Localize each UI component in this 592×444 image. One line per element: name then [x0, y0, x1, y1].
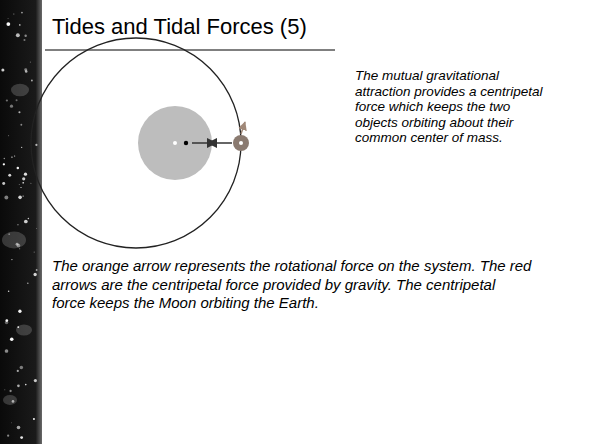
star: [22, 182, 24, 184]
star: [18, 184, 20, 186]
star: [35, 144, 37, 146]
star: [27, 282, 29, 284]
star: [33, 273, 36, 276]
star: [23, 39, 25, 41]
star: [24, 220, 28, 224]
star: [22, 177, 25, 180]
force-arrow: [208, 142, 232, 144]
star: [11, 156, 13, 158]
star: [8, 135, 10, 137]
star: [8, 291, 10, 293]
earth-center: [173, 141, 177, 145]
star: [30, 61, 31, 62]
galaxy-glow: [16, 324, 32, 335]
star: [33, 418, 35, 420]
side-note: The mutual gravitational attraction prov…: [355, 68, 555, 146]
star: [5, 349, 9, 353]
star: [16, 99, 18, 101]
star: [18, 196, 22, 200]
star: [18, 111, 20, 113]
star: [18, 310, 21, 313]
galaxy-strip: [0, 0, 42, 444]
star: [3, 163, 5, 165]
moon-center: [239, 141, 243, 145]
star: [4, 196, 8, 200]
star: [24, 173, 27, 176]
galaxy-glow: [11, 84, 29, 97]
star: [19, 248, 20, 249]
star: [25, 384, 27, 386]
star: [14, 155, 15, 156]
star: [34, 379, 37, 382]
star: [11, 422, 13, 424]
star: [19, 24, 21, 26]
orbit-circle: [31, 38, 241, 248]
star: [30, 183, 31, 184]
star: [28, 218, 30, 220]
star: [20, 187, 21, 188]
star: [21, 147, 22, 148]
star: [24, 34, 26, 36]
star: [4, 389, 5, 390]
star: [17, 167, 20, 170]
star: [17, 384, 20, 387]
star: [16, 33, 20, 37]
star: [36, 227, 38, 229]
star: [17, 370, 19, 372]
star: [8, 18, 9, 19]
star: [24, 68, 27, 71]
star: [10, 338, 14, 342]
star: [21, 12, 23, 14]
explanation-text: The orange arrow represents the rotation…: [52, 257, 532, 313]
star-field: [1, 12, 37, 439]
star: [6, 22, 10, 26]
star: [5, 319, 8, 322]
star: [8, 174, 11, 177]
star: [36, 269, 38, 271]
galaxy-glow: [2, 232, 26, 249]
galaxy-glow: [3, 395, 17, 405]
star: [10, 105, 13, 108]
star: [13, 13, 15, 15]
star: [23, 196, 24, 197]
star: [31, 80, 33, 82]
star: [1, 68, 4, 71]
moon-disc: [233, 135, 249, 151]
star: [2, 182, 5, 185]
star: [20, 366, 23, 369]
slide-title: Tides and Tidal Forces (5): [52, 14, 307, 40]
star: [4, 158, 6, 160]
rotation-arrow: [241, 122, 245, 134]
star: [20, 124, 22, 126]
star: [20, 436, 23, 439]
star: [17, 224, 18, 225]
star: [17, 426, 21, 430]
star: [9, 390, 11, 392]
star: [7, 435, 9, 437]
star: [34, 252, 35, 253]
star: [6, 99, 8, 101]
center-of-mass: [184, 141, 188, 145]
star: [11, 259, 12, 260]
